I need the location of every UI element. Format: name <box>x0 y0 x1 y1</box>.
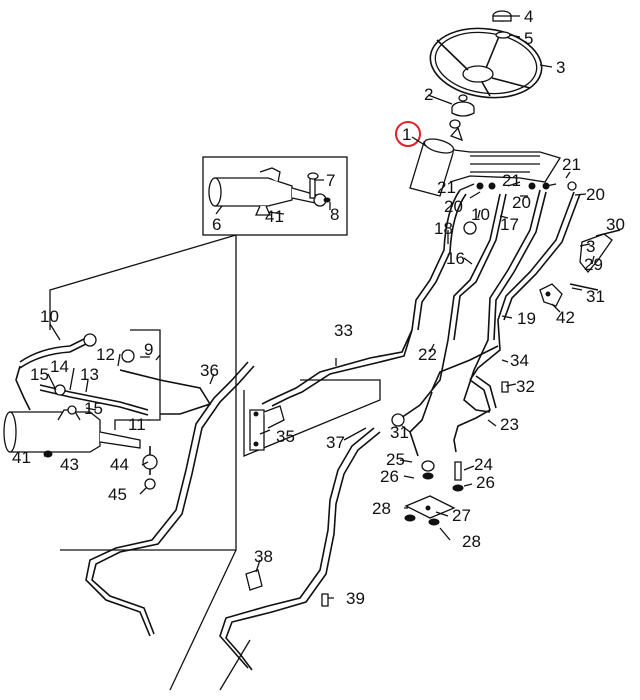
label-part-20-a: 20 <box>586 185 605 204</box>
label-part-10b: 10 <box>471 205 490 224</box>
label-part-12: 12 <box>96 345 115 364</box>
label-part-27: 27 <box>452 506 471 525</box>
label-part-24: 24 <box>474 455 493 474</box>
label-part-32: 32 <box>516 377 535 396</box>
label-part-43: 43 <box>60 455 79 474</box>
small-parts <box>245 181 577 607</box>
label-part-15-b: 15 <box>84 399 103 418</box>
label-part-44: 44 <box>110 455 129 474</box>
label-part-22: 22 <box>418 345 437 364</box>
label-part-41-b: 41 <box>12 448 31 467</box>
label-part-19: 19 <box>517 309 536 328</box>
label-part-8: 8 <box>330 205 339 224</box>
label-part-33: 33 <box>334 321 353 340</box>
label-part-2: 2 <box>424 85 433 104</box>
frame-lines <box>49 234 381 691</box>
steering-wheel <box>429 27 543 99</box>
horn-cap <box>492 10 512 39</box>
label-part-31-b: 31 <box>390 423 409 442</box>
label-part-16: 16 <box>446 249 465 268</box>
label-part-41-a: 41 <box>265 207 284 226</box>
label-part-26-b: 26 <box>476 473 495 492</box>
label-part-28-b: 28 <box>462 532 481 551</box>
part-labels: 4 5 3 2 1 21 21 21 20 20 20 10 17 18 16 … <box>12 7 625 608</box>
label-part-34: 34 <box>510 351 529 370</box>
label-part-14: 14 <box>50 357 69 376</box>
label-part-10: 10 <box>40 307 59 326</box>
hydraulic-pipes <box>261 189 581 457</box>
leader-lines <box>44 15 595 599</box>
label-part-4: 4 <box>524 7 533 26</box>
label-part-39: 39 <box>346 589 365 608</box>
label-part-3b: 3 <box>586 237 595 256</box>
bracket-35 <box>249 405 285 451</box>
pipe-36 <box>85 361 255 637</box>
pipe-33-37 <box>219 329 413 671</box>
label-part-45: 45 <box>108 485 127 504</box>
label-part-36: 36 <box>200 361 219 380</box>
label-part-15-a: 15 <box>30 365 49 384</box>
label-part-26-a: 26 <box>380 467 399 486</box>
bracket-42 <box>539 229 621 307</box>
label-part-28-a: 28 <box>372 499 391 518</box>
label-part-18: 18 <box>434 219 453 238</box>
label-part-35: 35 <box>276 427 295 446</box>
left-cylinder-assembly <box>3 329 212 490</box>
label-part-42: 42 <box>556 308 575 327</box>
label-part-9: 9 <box>144 340 153 359</box>
label-part-38: 38 <box>254 547 273 566</box>
label-part-1: 1 <box>402 125 411 144</box>
label-part-3: 3 <box>556 58 565 77</box>
label-part-21-c: 21 <box>562 155 581 174</box>
highlight-circle-part-1 <box>395 121 421 147</box>
label-part-7: 7 <box>326 171 335 190</box>
label-part-20-c: 20 <box>512 193 531 212</box>
steering-unit-cylinder <box>409 126 562 197</box>
label-part-5: 5 <box>524 29 533 48</box>
label-part-31-a: 31 <box>586 287 605 306</box>
label-part-25: 25 <box>386 450 405 469</box>
label-part-17: 17 <box>500 215 519 234</box>
label-part-6: 6 <box>212 215 221 234</box>
label-part-13: 13 <box>80 365 99 384</box>
label-part-30: 30 <box>606 215 625 234</box>
mount-plate-27 <box>404 460 464 526</box>
label-part-21-a: 21 <box>437 178 456 197</box>
label-part-21-b: 21 <box>502 171 521 190</box>
label-part-29: 29 <box>584 255 603 274</box>
label-part-23: 23 <box>500 415 519 434</box>
steering-shaft-boot <box>449 94 475 129</box>
label-part-37: 37 <box>326 433 345 452</box>
label-part-11: 11 <box>128 415 146 434</box>
inset-cylinder-box <box>202 156 348 236</box>
label-part-20-b: 20 <box>444 197 463 216</box>
